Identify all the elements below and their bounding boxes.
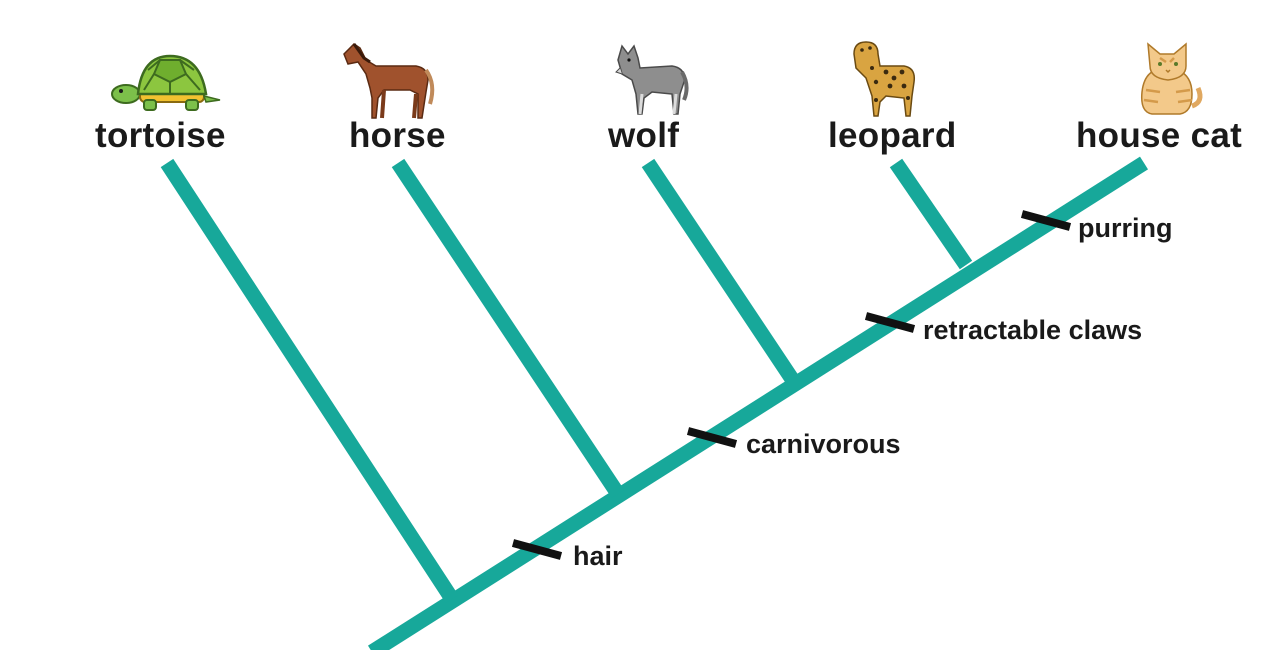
branch-tortoise [160, 158, 459, 604]
tortoise-icon [111, 54, 221, 111]
horse-icon [343, 43, 435, 119]
branch-wolf [641, 158, 799, 384]
taxon-label-tortoise: tortoise [95, 116, 226, 155]
trait-label-purring: purring [1078, 213, 1173, 243]
trait-label-carnivorous: carnivorous [746, 429, 901, 459]
leopard-icon [853, 41, 916, 117]
trait-label-hair: hair [573, 541, 623, 571]
taxon-label-house-cat: house cat [1076, 116, 1243, 155]
taxon-label-leopard: leopard [828, 116, 957, 155]
main-trunk-branch [367, 156, 1149, 650]
trait-marker-carnivorous [686, 427, 738, 448]
wolf-icon [615, 44, 689, 115]
branch-leopard [889, 158, 973, 270]
taxon-label-wolf: wolf [608, 116, 680, 155]
house-cat-icon [1140, 42, 1203, 115]
branch-horse [391, 158, 625, 499]
trait-marker-hair [511, 539, 563, 560]
trait-marker-purring [1020, 210, 1072, 231]
trait-marker-retractable-claws [864, 312, 916, 333]
taxon-label-horse: horse [349, 116, 446, 155]
trait-label-retractable-claws: retractable claws [923, 315, 1143, 345]
